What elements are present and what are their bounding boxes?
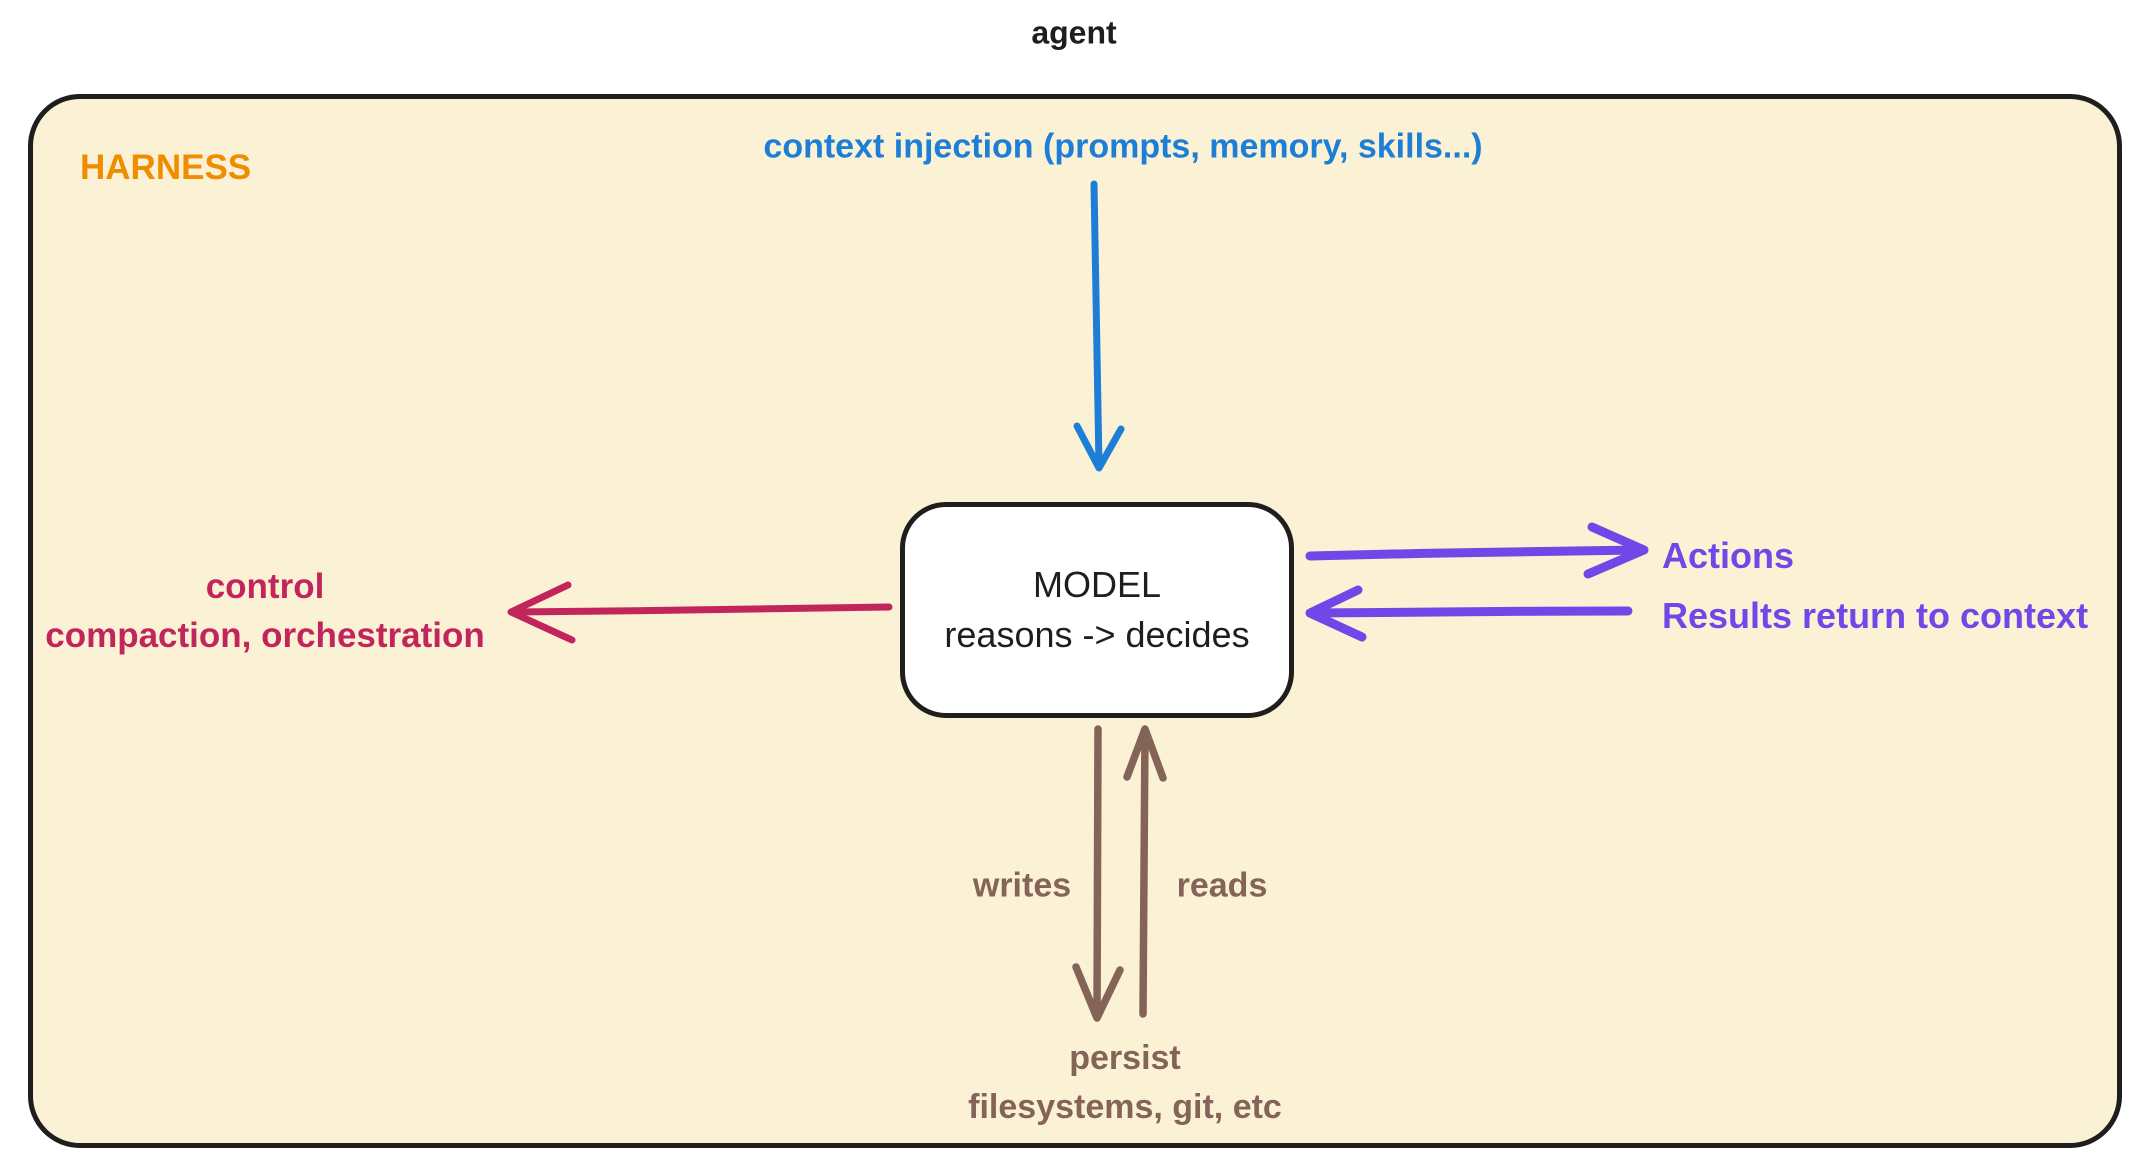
reads-label: reads xyxy=(1176,866,1268,905)
control-label-line1: control xyxy=(205,567,325,606)
persist-label-line2: filesystems, git, etc xyxy=(968,1088,1282,1126)
harness-label: HARNESS xyxy=(80,148,252,187)
writes-label: writes xyxy=(972,866,1072,905)
context-injection-label: context injection (prompts, memory, skil… xyxy=(763,127,1483,166)
persist-label-line1: persist xyxy=(1069,1039,1181,1077)
control-label-line2: compaction, orchestration xyxy=(45,616,485,655)
results-return-label: Results return to context xyxy=(1662,595,2089,636)
model-subtitle: reasons -> decides xyxy=(944,614,1250,655)
diagram-title: agent xyxy=(1031,14,1117,51)
actions-label: Actions xyxy=(1662,535,1795,576)
model-title: MODEL xyxy=(1032,564,1162,606)
persist-label: persist filesystems, git, etc xyxy=(968,1034,1282,1132)
model-box: MODEL reasons -> decides xyxy=(900,502,1294,718)
control-label: control compaction, orchestration xyxy=(45,562,485,660)
